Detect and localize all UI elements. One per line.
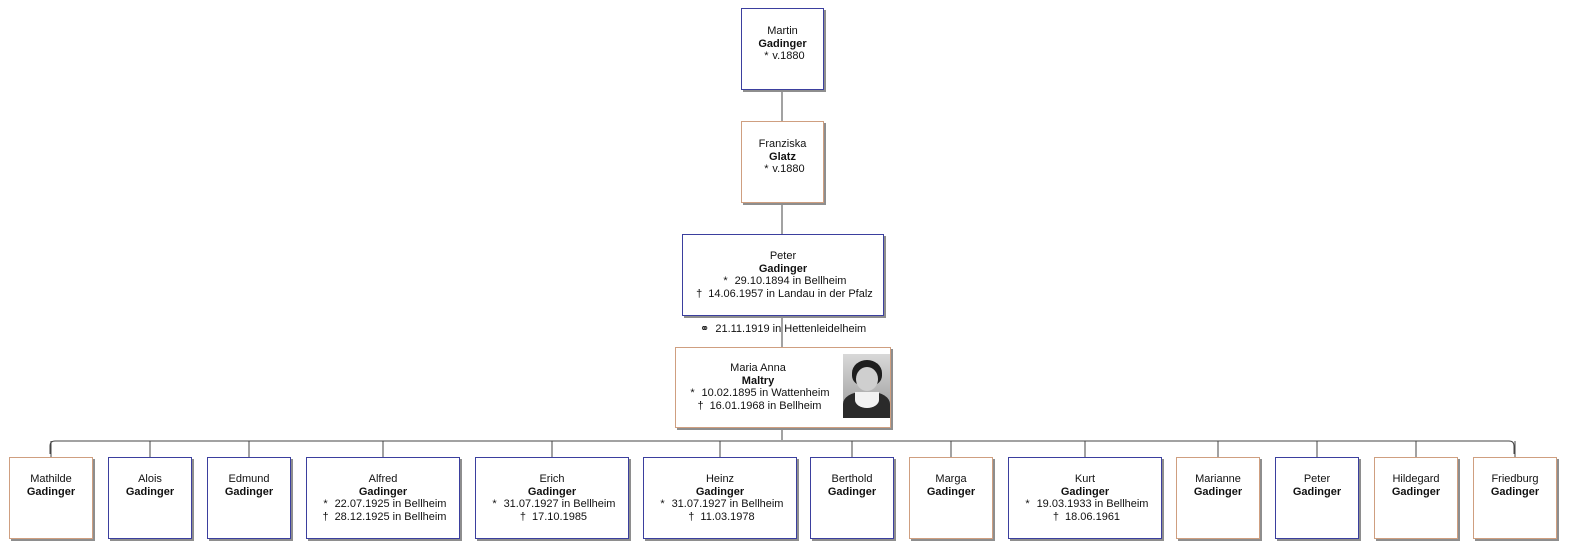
surname: Gadinger <box>26 485 76 498</box>
birth-symbol: * <box>660 498 665 510</box>
birth-date: 31.07.1927 in Bellheim <box>503 498 616 510</box>
birth-event: * 31.07.1927 in Bellheim <box>644 498 796 511</box>
given-name: Martin <box>767 25 798 37</box>
death-date: 18.06.1961 <box>1065 510 1121 523</box>
surname: Maltry <box>741 374 775 387</box>
person-martin-gadinger[interactable]: Martin Gadinger *v.1880 <box>741 8 824 90</box>
death-date: 16.01.1968 in Bellheim <box>709 399 822 412</box>
birth-date: v.1880 <box>772 50 805 62</box>
given-name: Franziska <box>758 138 807 150</box>
given-name: Marga <box>935 473 967 485</box>
given-name: Mathilde <box>30 473 72 485</box>
surname: Gadinger <box>527 485 577 498</box>
death-symbol: † <box>519 510 526 523</box>
death-date: 28.12.1925 in Bellheim <box>334 510 447 523</box>
death-event: † 18.06.1961 <box>1009 511 1161 524</box>
given-name: Peter <box>1303 473 1331 485</box>
birth-symbol: * <box>764 50 769 62</box>
birth-date: 31.07.1927 in Bellheim <box>671 498 784 510</box>
death-event: † 14.06.1957 in Landau in der Pfalz <box>683 288 883 301</box>
death-date: 17.10.1985 <box>532 510 588 523</box>
birth-date: 22.07.1925 in Bellheim <box>334 498 447 510</box>
death-date: 11.03.1978 <box>700 510 755 523</box>
given-name: Erich <box>539 473 565 485</box>
birth-event: * 31.07.1927 in Bellheim <box>476 498 628 511</box>
given-name: Friedburg <box>1491 473 1539 485</box>
marriage-date: 21.11.1919 in Hettenleidelheim <box>715 323 867 335</box>
given-name: Alois <box>138 473 162 485</box>
birth-symbol: * <box>492 498 497 510</box>
birth-event: *v.1880 <box>742 50 823 63</box>
portrait-photo <box>843 354 890 418</box>
surname: Gadinger <box>224 485 274 498</box>
death-event: † 17.10.1985 <box>476 511 628 524</box>
given-name: Alfred <box>368 473 398 485</box>
surname: Gadinger <box>695 485 745 498</box>
surname: Gadinger <box>1193 485 1243 498</box>
marriage-info: ⚭ 21.11.1919 in Hettenleidelheim <box>700 322 870 335</box>
death-symbol: † <box>1052 510 1059 523</box>
birth-date: 29.10.1894 in Bellheim <box>734 275 847 287</box>
given-name: Hildegard <box>1392 473 1440 485</box>
birth-date: 10.02.1895 in Wattenheim <box>701 387 830 399</box>
given-name: Kurt <box>1074 473 1096 485</box>
surname: Gadinger <box>1490 485 1540 498</box>
death-event: † 16.01.1968 in Bellheim <box>676 400 840 413</box>
surname: Gadinger <box>1292 485 1342 498</box>
birth-event: * 10.02.1895 in Wattenheim <box>676 387 840 400</box>
given-name: Maria Anna <box>730 362 786 374</box>
death-event: † 11.03.1978 <box>644 511 796 524</box>
birth-symbol: * <box>323 498 328 510</box>
birth-symbol: * <box>764 163 769 175</box>
surname: Gadinger <box>827 485 877 498</box>
death-symbol: † <box>688 510 695 523</box>
surname: Gadinger <box>1391 485 1441 498</box>
person-maria-anna-maltry[interactable]: Maria Anna Maltry * 10.02.1895 in Watten… <box>675 347 891 428</box>
given-name: Peter <box>769 250 797 262</box>
surname: Gadinger <box>358 485 408 498</box>
surname: Gadinger <box>1060 485 1110 498</box>
birth-date: v.1880 <box>772 163 805 175</box>
birth-symbol: * <box>690 387 695 399</box>
death-date: 14.06.1957 in Landau in der Pfalz <box>708 287 873 300</box>
birth-event: * 29.10.1894 in Bellheim <box>683 275 883 288</box>
given-name: Edmund <box>228 473 270 485</box>
person-franziska-glatz[interactable]: Franziska Glatz *v.1880 <box>741 121 824 203</box>
surname: Gadinger <box>926 485 976 498</box>
birth-symbol: * <box>1025 498 1030 510</box>
surname: Gadinger <box>125 485 175 498</box>
death-symbol: † <box>322 510 329 523</box>
death-event: † 28.12.1925 in Bellheim <box>307 511 459 524</box>
surname: Gadinger <box>758 262 808 275</box>
birth-event: * 22.07.1925 in Bellheim <box>307 498 459 511</box>
birth-symbol: * <box>723 275 728 287</box>
given-name: Berthold <box>831 473 873 485</box>
birth-event: * 19.03.1933 in Bellheim <box>1009 498 1161 511</box>
given-name: Marianne <box>1195 473 1241 485</box>
surname: Gadinger <box>758 37 807 50</box>
children-bus-line <box>49 440 1515 454</box>
birth-date: 19.03.1933 in Bellheim <box>1036 498 1149 510</box>
death-symbol: † <box>696 287 703 300</box>
given-name: Heinz <box>705 473 735 485</box>
birth-event: *v.1880 <box>742 163 823 176</box>
marriage-rings-icon: ⚭ <box>700 323 710 335</box>
surname: Glatz <box>769 150 796 163</box>
death-symbol: † <box>697 399 704 412</box>
person-peter-gadinger[interactable]: Peter Gadinger * 29.10.1894 in Bellheim … <box>682 234 884 316</box>
